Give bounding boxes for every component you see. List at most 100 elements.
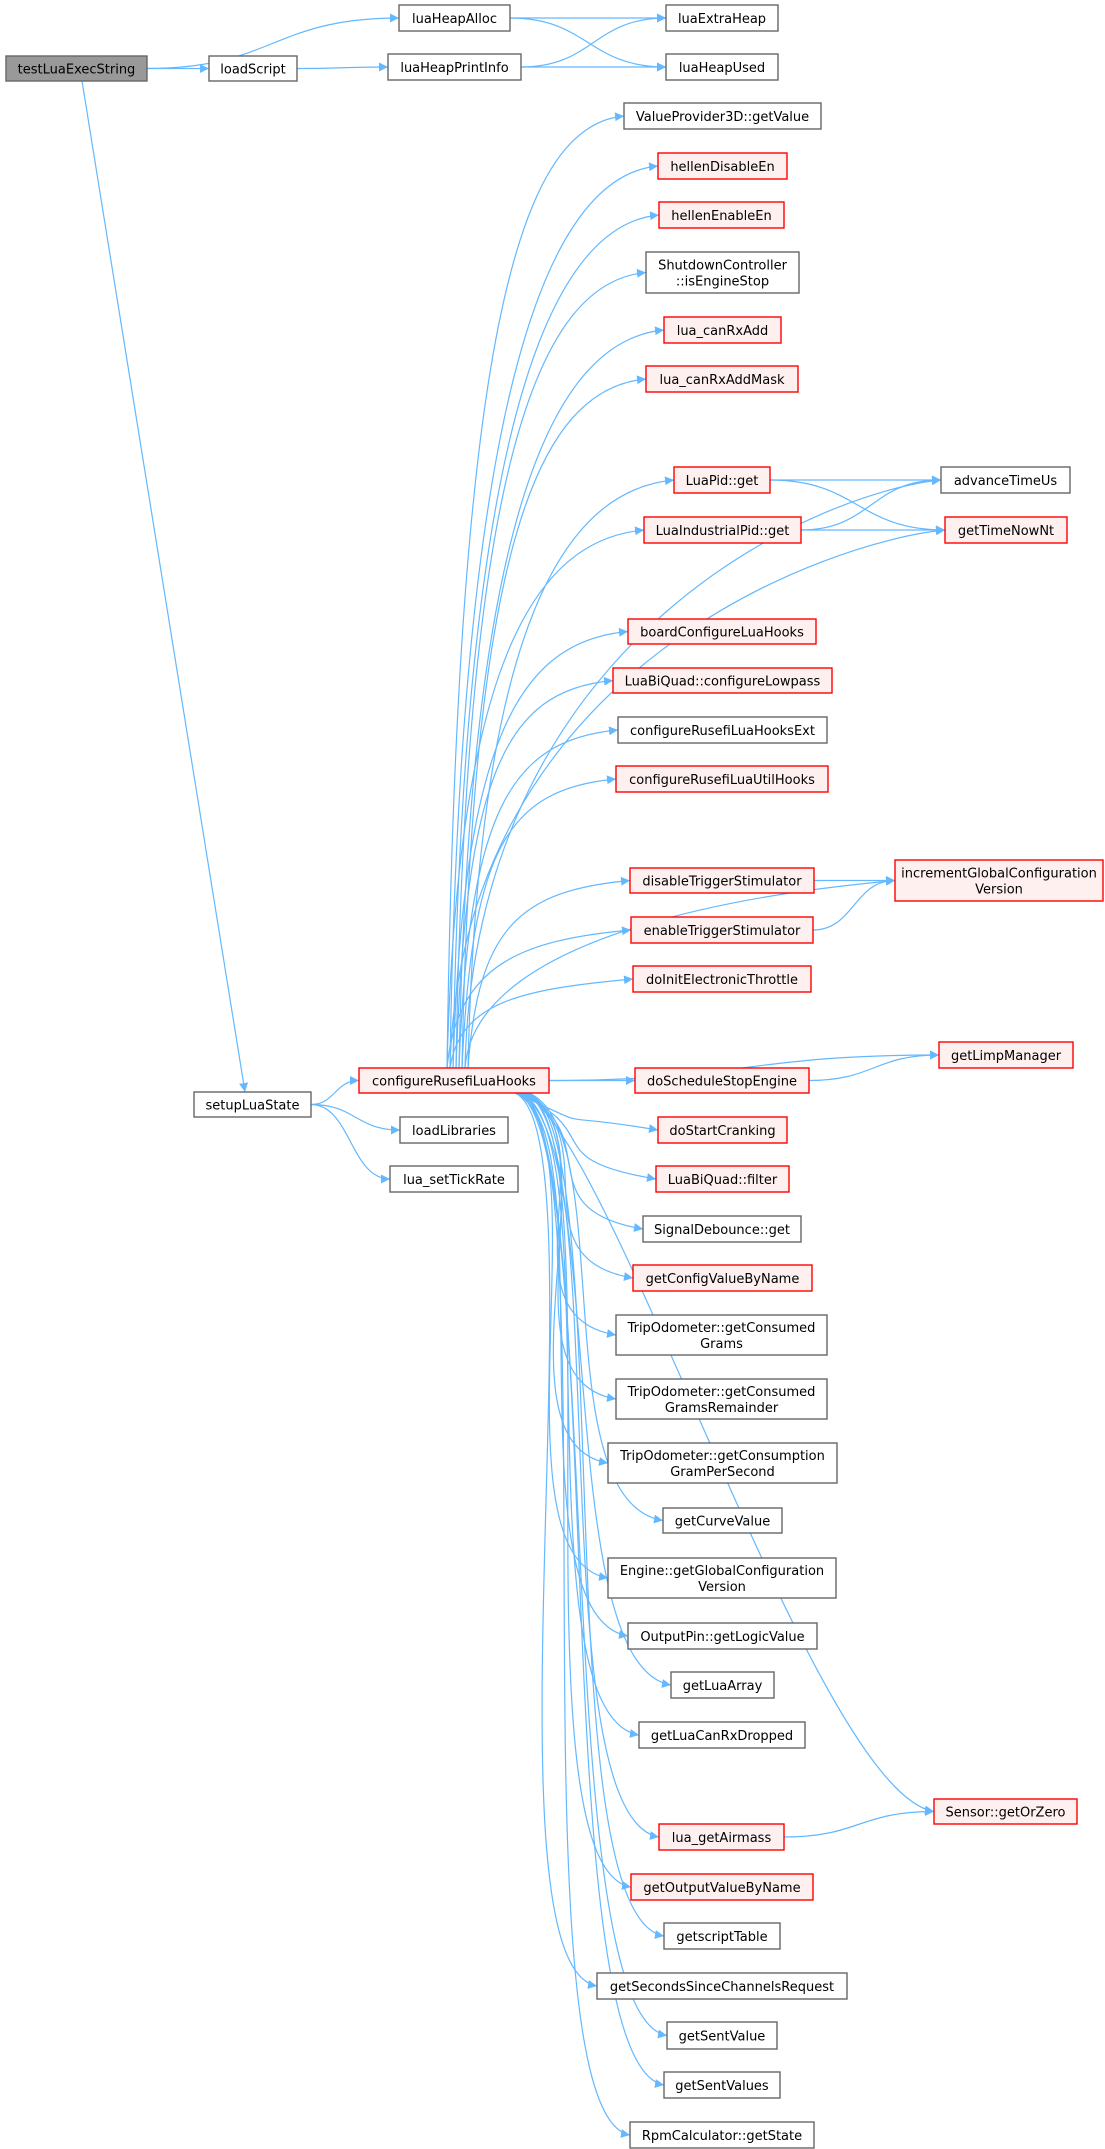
node-box[interactable] <box>399 1116 509 1144</box>
node-box[interactable] <box>358 1067 550 1094</box>
node-luaHeapAlloc[interactable]: luaHeapAlloc <box>398 4 511 32</box>
node-box[interactable] <box>629 2121 815 2149</box>
node-box[interactable] <box>632 1264 813 1292</box>
node-box[interactable] <box>658 1823 785 1851</box>
node-box[interactable] <box>623 102 822 130</box>
node-box[interactable] <box>894 859 1104 902</box>
node-box[interactable] <box>670 1671 775 1699</box>
node-getSentValues[interactable]: getSentValues <box>663 2071 781 2099</box>
node-getscriptTable[interactable]: getscriptTable <box>663 1922 781 1950</box>
node-configureLowpass[interactable]: LuaBiQuad::configureLowpass <box>612 667 833 694</box>
node-getConfigValueByName[interactable]: getConfigValueByName <box>632 1264 813 1292</box>
node-box[interactable] <box>662 1507 783 1534</box>
node-getCurveValue[interactable]: getCurveValue <box>662 1507 783 1534</box>
node-getLogicValue[interactable]: OutputPin::getLogicValue <box>627 1622 818 1650</box>
node-box[interactable] <box>665 4 779 32</box>
node-lua_setTickRate[interactable]: lua_setTickRate <box>389 1165 519 1193</box>
node-box[interactable] <box>938 1041 1074 1069</box>
node-box[interactable] <box>665 53 779 81</box>
node-getLimpManager[interactable]: getLimpManager <box>938 1041 1074 1069</box>
node-box[interactable] <box>607 1442 838 1484</box>
node-box[interactable] <box>658 201 785 229</box>
node-setupLuaState[interactable]: setupLuaState <box>193 1091 312 1118</box>
node-box[interactable] <box>208 55 298 82</box>
node-box[interactable] <box>645 251 800 294</box>
node-box[interactable] <box>940 466 1071 494</box>
node-box[interactable] <box>629 867 815 894</box>
node-box[interactable] <box>655 1165 790 1193</box>
node-doStartCranking[interactable]: doStartCranking <box>657 1116 788 1144</box>
node-getOutputValueByName[interactable]: getOutputValueByName <box>630 1873 814 1901</box>
node-RpmCalculatorGetState[interactable]: RpmCalculator::getState <box>629 2121 815 2149</box>
node-LuaPidGet[interactable]: LuaPid::get <box>673 466 771 494</box>
node-box[interactable] <box>615 1314 828 1356</box>
node-box[interactable] <box>645 365 799 393</box>
node-box[interactable] <box>657 152 788 180</box>
node-box[interactable] <box>607 1557 837 1599</box>
node-disableTriggerStimulator[interactable]: disableTriggerStimulator <box>629 867 815 894</box>
node-box[interactable] <box>632 965 812 993</box>
node-box[interactable] <box>5 55 148 82</box>
node-box[interactable] <box>193 1091 312 1118</box>
node-box[interactable] <box>663 2071 781 2099</box>
node-box[interactable] <box>627 1622 818 1650</box>
node-box[interactable] <box>630 1873 814 1901</box>
node-box[interactable] <box>666 2021 778 2050</box>
node-box[interactable] <box>634 1067 810 1094</box>
node-box[interactable] <box>389 1165 519 1193</box>
node-luaExtraHeap[interactable]: luaExtraHeap <box>665 4 779 32</box>
node-getLuaCanRxDropped[interactable]: getLuaCanRxDropped <box>638 1721 806 1749</box>
node-LuaBiQuadFilter[interactable]: LuaBiQuad::filter <box>655 1165 790 1193</box>
node-luaHeapPrintInfo[interactable]: luaHeapPrintInfo <box>387 53 522 81</box>
node-advanceTimeUs[interactable]: advanceTimeUs <box>940 466 1071 494</box>
node-getConsumptionGramPerSecond[interactable]: TripOdometer::getConsumptionGramPerSecon… <box>607 1442 838 1484</box>
node-LuaIndustrialPidGet[interactable]: LuaIndustrialPid::get <box>643 516 802 544</box>
node-box[interactable] <box>387 53 522 81</box>
node-boardConfigureLuaHooks[interactable]: boardConfigureLuaHooks <box>627 618 817 645</box>
node-configureRusefiLuaUtilHooks[interactable]: configureRusefiLuaUtilHooks <box>615 765 829 793</box>
node-doScheduleStopEngine[interactable]: doScheduleStopEngine <box>634 1067 810 1094</box>
node-lua_getAirmass[interactable]: lua_getAirmass <box>658 1823 785 1851</box>
node-ValueProvider3D[interactable]: ValueProvider3D::getValue <box>623 102 822 130</box>
node-enableTriggerStimulator[interactable]: enableTriggerStimulator <box>630 916 814 944</box>
node-box[interactable] <box>642 1215 802 1243</box>
node-box[interactable] <box>933 1798 1078 1825</box>
node-box[interactable] <box>615 1378 828 1420</box>
node-getTimeNowNt[interactable]: getTimeNowNt <box>944 516 1068 544</box>
node-configureRusefiLuaHooksExt[interactable]: configureRusefiLuaHooksExt <box>617 716 828 744</box>
node-box[interactable] <box>657 1116 788 1144</box>
node-SignalDebounceGet[interactable]: SignalDebounce::get <box>642 1215 802 1243</box>
node-box[interactable] <box>643 516 802 544</box>
node-box[interactable] <box>398 4 511 32</box>
node-box[interactable] <box>612 667 833 694</box>
node-SensorGetOrZero[interactable]: Sensor::getOrZero <box>933 1798 1078 1825</box>
node-doInitElectronicThrottle[interactable]: doInitElectronicThrottle <box>632 965 812 993</box>
node-getLuaArray[interactable]: getLuaArray <box>670 1671 775 1699</box>
node-box[interactable] <box>627 618 817 645</box>
node-box[interactable] <box>663 316 782 344</box>
node-box[interactable] <box>615 765 829 793</box>
node-lua_canRxAdd[interactable]: lua_canRxAdd <box>663 316 782 344</box>
node-luaHeapUsed[interactable]: luaHeapUsed <box>665 53 779 81</box>
node-box[interactable] <box>630 916 814 944</box>
node-isEngineStop[interactable]: ShutdownController::isEngineStop <box>645 251 800 294</box>
node-box[interactable] <box>617 716 828 744</box>
node-getSecondsSinceChannelsRequest[interactable]: getSecondsSinceChannelsRequest <box>596 1972 848 2000</box>
node-loadScript[interactable]: loadScript <box>208 55 298 82</box>
node-testLuaExecString[interactable]: testLuaExecString <box>5 55 148 82</box>
node-hellenEnableEn[interactable]: hellenEnableEn <box>658 201 785 229</box>
node-loadLibraries[interactable]: loadLibraries <box>399 1116 509 1144</box>
node-box[interactable] <box>673 466 771 494</box>
node-box[interactable] <box>638 1721 806 1749</box>
node-box[interactable] <box>596 1972 848 2000</box>
node-getSentValue[interactable]: getSentValue <box>666 2021 778 2050</box>
node-lua_canRxAddMask[interactable]: lua_canRxAddMask <box>645 365 799 393</box>
node-box[interactable] <box>663 1922 781 1950</box>
node-hellenDisableEn[interactable]: hellenDisableEn <box>657 152 788 180</box>
node-configureRusefiLuaHooks[interactable]: configureRusefiLuaHooks <box>358 1067 550 1094</box>
node-box[interactable] <box>944 516 1068 544</box>
